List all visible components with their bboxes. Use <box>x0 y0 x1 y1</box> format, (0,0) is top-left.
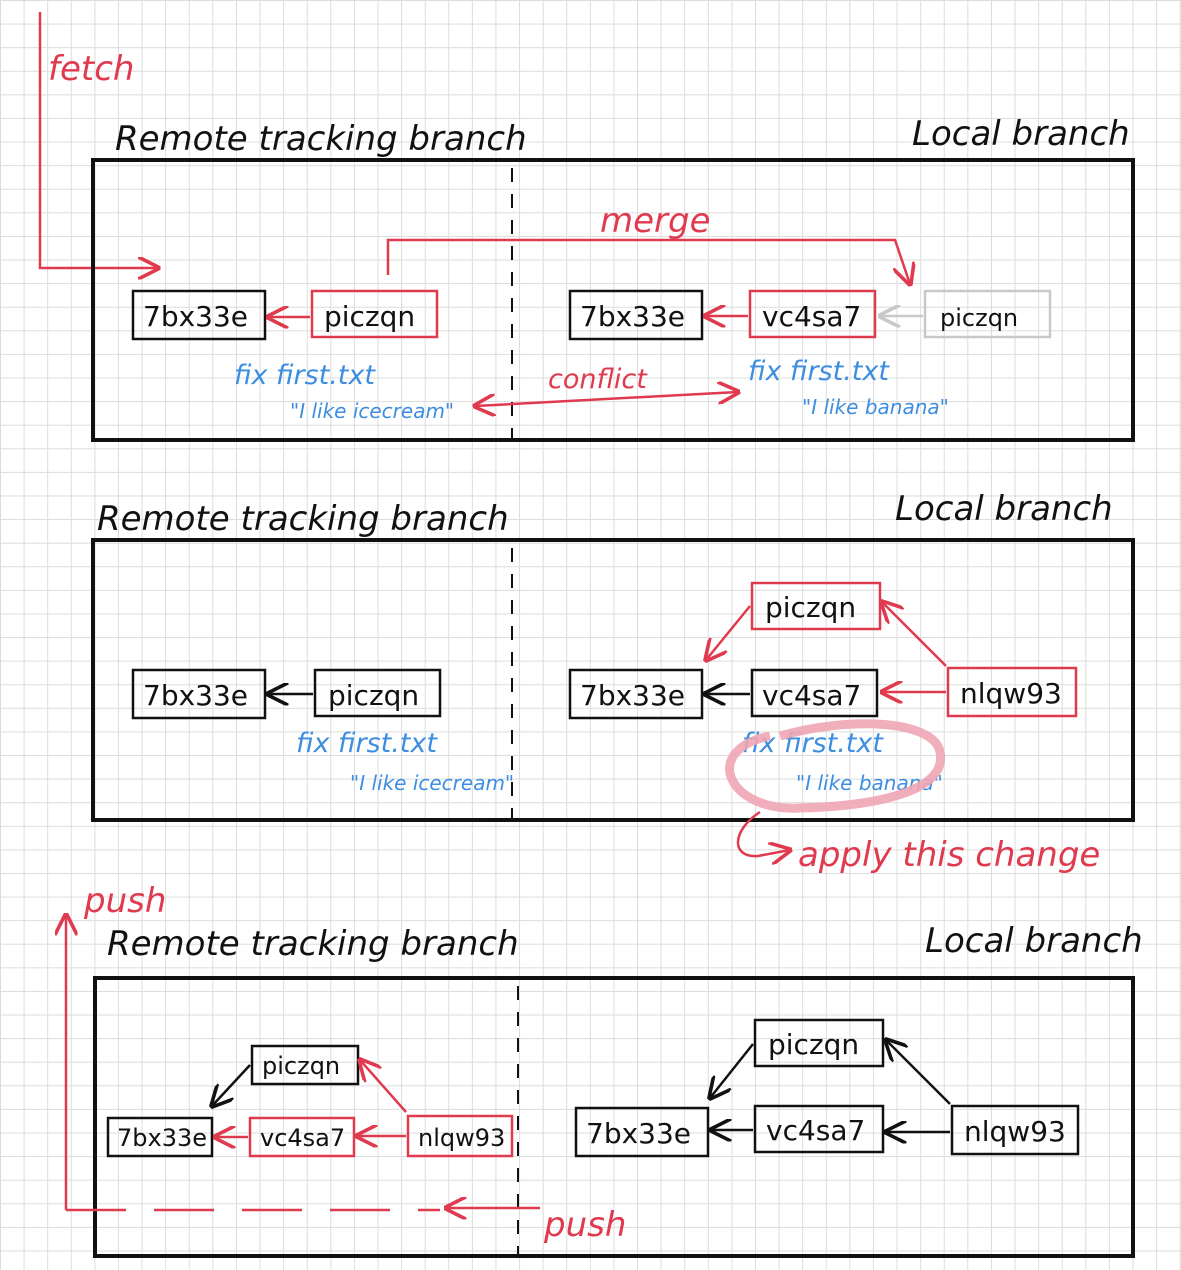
panel-merge: Remote tracking branch Local branch 7bx3… <box>91 489 1135 875</box>
fetch-arrow <box>38 12 158 268</box>
remote-branch-header: Remote tracking branch <box>97 499 509 539</box>
content-note: "I like icecream" <box>350 771 514 795</box>
commit-base-box <box>131 668 267 720</box>
branch-frame <box>91 538 1135 822</box>
panel-push: push Remote tracking branch Local branch… <box>66 881 1143 1258</box>
commit-local-box <box>248 1116 356 1158</box>
commit-remote-box <box>313 668 442 718</box>
commit-remote-label: piczqn <box>765 591 856 624</box>
parent-arrow <box>212 1064 251 1106</box>
commit-remote-ghost-label: piczqn <box>940 304 1018 332</box>
merge-arrow <box>386 238 910 284</box>
commit-local-label: vc4sa7 <box>762 679 861 712</box>
commit-base-box <box>568 668 704 720</box>
branch-frame <box>91 158 1135 442</box>
remote-branch-header: Remote tracking branch <box>115 119 527 159</box>
commit-merge-box <box>946 666 1078 718</box>
fetch-label: fetch <box>48 49 134 89</box>
commit-remote-ghost-box <box>923 289 1052 339</box>
commit-base-label: 7bx33e <box>586 1117 691 1150</box>
commit-local-box <box>753 1104 885 1154</box>
push-label: push <box>543 1205 626 1245</box>
commit-remote-label: piczqn <box>328 679 419 712</box>
parent-arrow <box>706 605 751 660</box>
parent-arrow <box>360 1060 407 1113</box>
local-branch-header: Local branch <box>925 921 1143 961</box>
remote-branch-header: Remote tracking branch <box>107 924 519 964</box>
commit-base-label: 7bx33e <box>580 679 685 712</box>
commit-base-label: 7bx33e <box>143 300 248 333</box>
conflict-label: conflict <box>548 364 648 395</box>
commit-merge-box <box>950 1104 1080 1156</box>
local-branch-header: Local branch <box>895 489 1113 529</box>
commit-local-box <box>748 289 877 339</box>
commit-remote-label: piczqn <box>324 300 415 333</box>
parent-arrow <box>886 1040 951 1105</box>
apply-pointer <box>736 810 790 856</box>
commit-base-box <box>106 1116 214 1158</box>
commit-merge-label: nlqw93 <box>960 677 1062 710</box>
branch-frame <box>93 976 1135 1258</box>
commit-base-box <box>131 289 267 341</box>
fix-note: fix first.txt <box>748 356 890 387</box>
push-label: push <box>83 881 166 921</box>
commit-local-label: vc4sa7 <box>260 1124 345 1152</box>
commit-base-label: 7bx33e <box>117 1124 207 1152</box>
commit-remote-label: piczqn <box>768 1028 859 1061</box>
parent-arrow <box>882 602 947 667</box>
content-note: "I like banana" <box>802 395 949 419</box>
content-note: "I like icecream" <box>290 399 454 423</box>
commit-base-label: 7bx33e <box>580 300 685 333</box>
change-highlight-loop <box>725 719 946 813</box>
commit-base-box <box>568 289 704 341</box>
commit-local-label: vc4sa7 <box>766 1114 865 1147</box>
commit-remote-box <box>310 289 439 339</box>
fix-note: fix first.txt <box>234 360 376 391</box>
commit-merge-label: nlqw93 <box>964 1115 1066 1148</box>
merge-label: merge <box>600 201 711 241</box>
apply-label: apply this change <box>798 835 1100 875</box>
local-branch-header: Local branch <box>912 114 1130 154</box>
panel-fetch: fetch Remote tracking branch Local branc… <box>38 12 1135 442</box>
commit-base-label: 7bx33e <box>143 679 248 712</box>
commit-local-box <box>750 668 879 718</box>
commit-remote-label: piczqn <box>262 1052 340 1080</box>
commit-base-box <box>574 1106 710 1158</box>
parent-arrow <box>710 1043 754 1098</box>
commit-merge-box <box>406 1114 514 1158</box>
conflict-arrow <box>475 392 738 406</box>
commit-merge-label: nlqw93 <box>418 1124 505 1152</box>
fix-note: fix first.txt <box>296 728 438 759</box>
commit-local-label: vc4sa7 <box>762 300 861 333</box>
